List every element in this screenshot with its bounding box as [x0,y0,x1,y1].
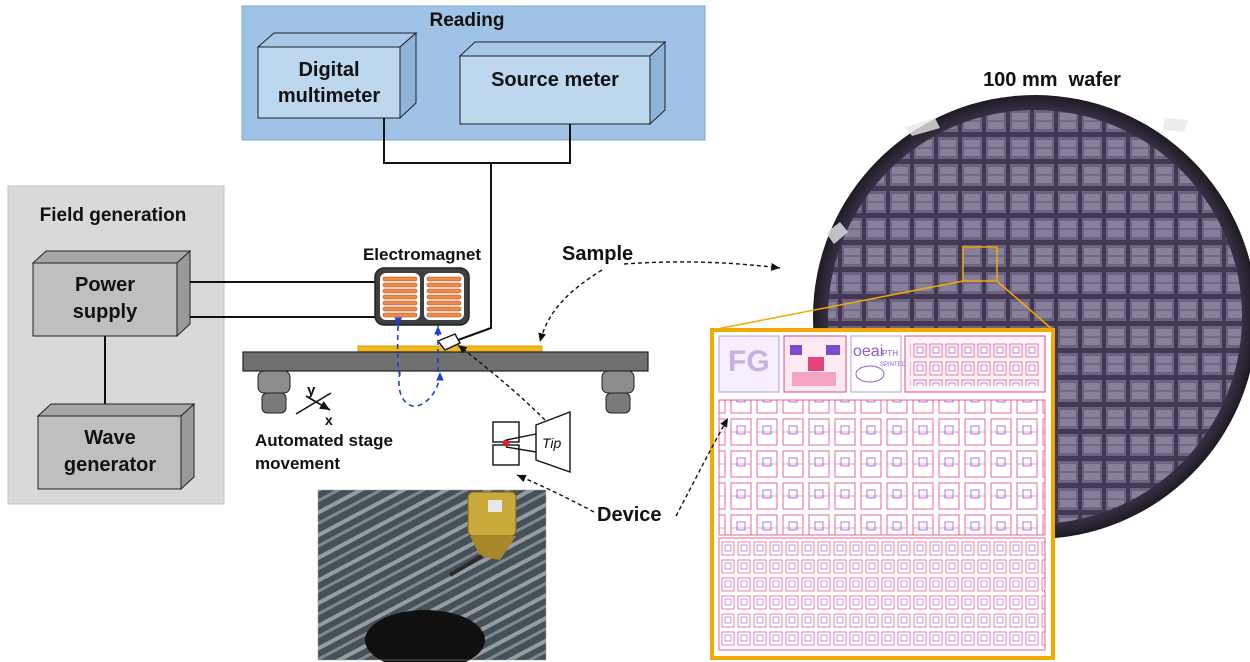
axis-x-label: x [325,412,333,428]
wave-generator-label-2: generator [64,454,156,476]
chip-label-spintec: SPINTEC [880,362,907,368]
sample-arrow-stage [538,269,603,343]
source-meter-label: Source meter [491,69,619,91]
probe-photo [317,489,547,662]
chip-label-oeai: oeai [853,343,883,360]
chip-logo: FG [728,345,770,378]
power-supply-box: Power supply [31,249,192,338]
stage [242,333,649,414]
device-label: Device [597,504,662,526]
zoom-line-left [711,280,964,331]
source-meter-box: Source meter [458,40,667,126]
chip-layout-inset: FG oeai PTH SPINTEC [710,328,1055,660]
sample-label: Sample [562,243,633,265]
probe-tip-icon [436,333,461,351]
wave-generator-box: Wave generator [36,402,196,491]
field-generation-title: Field generation [40,205,187,226]
digital-multimeter-label-2: multimeter [278,85,380,107]
field-lines [394,317,444,407]
chip-label-pth: PTH [882,349,898,358]
reading-title: Reading [430,10,505,31]
device-arrow-tip [516,474,595,513]
sample-arrow-wafer [623,261,781,271]
tip-label: Tip [542,435,562,451]
electromagnet [374,267,470,326]
power-supply-label-2: supply [73,301,138,323]
digital-multimeter-label-1: Digital [298,59,359,81]
reading-wire [383,118,571,164]
zoom-line-right [996,280,1054,331]
probe-wire [457,163,492,341]
electromagnet-label: Electromagnet [363,245,481,264]
wafer-label: 100 mm wafer [983,69,1121,91]
wafer-zoom-box [962,246,998,282]
digital-multimeter-box: Digital multimeter [256,31,418,120]
power-supply-label-1: Power [75,274,135,296]
axis-y-label: y [307,382,316,399]
tip-device: Tip [492,410,571,473]
axis-icon: y x [295,382,333,428]
stage-label-2: movement [255,454,340,473]
stage-label-1: Automated stage [255,431,393,450]
wave-generator-label-1: Wave [84,427,136,449]
device-arrow-chip [675,417,729,517]
